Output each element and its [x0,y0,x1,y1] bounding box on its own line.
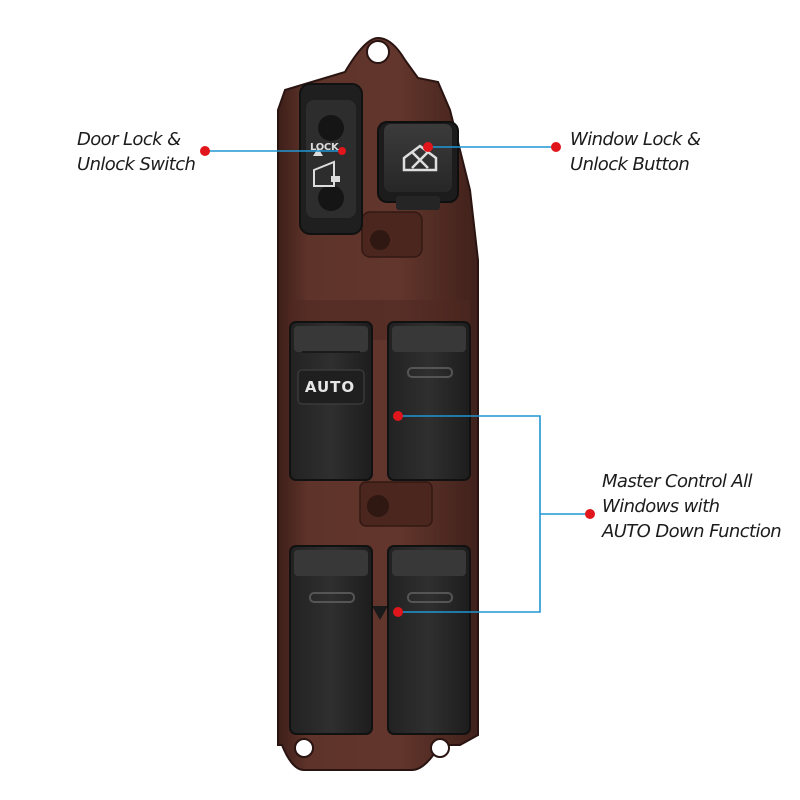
window-switch-front-right[interactable] [387,321,471,481]
window-lock-callout-line1: Window Lock & [570,129,701,150]
window-switch-rear-right[interactable] [387,545,471,735]
window-switch-front-left[interactable] [289,321,373,481]
leader-lines [205,146,590,613]
window-switch-rear-left[interactable] [289,545,373,735]
door-lock-switch[interactable] [299,83,363,235]
window-lock-button[interactable] [377,121,459,210]
auto-label: AUTO [304,378,356,396]
door-unlock-icon [313,160,340,187]
master-control-callout-line2: Windows with [602,496,720,517]
master-marker-top [393,411,403,421]
window-lock-marker-left [423,142,433,152]
master-marker-label [585,509,595,519]
door-lock-marker-right [338,147,346,155]
master-marker-bottom [393,607,403,617]
master-control-callout-line1: Master Control All [602,471,752,492]
marker-dots [200,142,595,617]
door-lock-callout-line1: Door Lock & [77,129,181,150]
master-control-callout: Master Control All Windows with AUTO Dow… [602,469,782,544]
lock-arrow-icon [313,148,323,156]
lock-label: LOCK [310,142,339,153]
window-lock-callout-line2: Unlock Button [570,154,690,175]
door-lock-callout: Door Lock & Unlock Switch [77,127,196,177]
window-lock-marker-right [551,142,561,152]
door-lock-callout-line2: Unlock Switch [77,154,196,175]
door-lock-marker-left [200,146,210,156]
window-lock-callout: Window Lock & Unlock Button [570,127,701,177]
master-control-callout-line3: AUTO Down Function [602,521,782,542]
